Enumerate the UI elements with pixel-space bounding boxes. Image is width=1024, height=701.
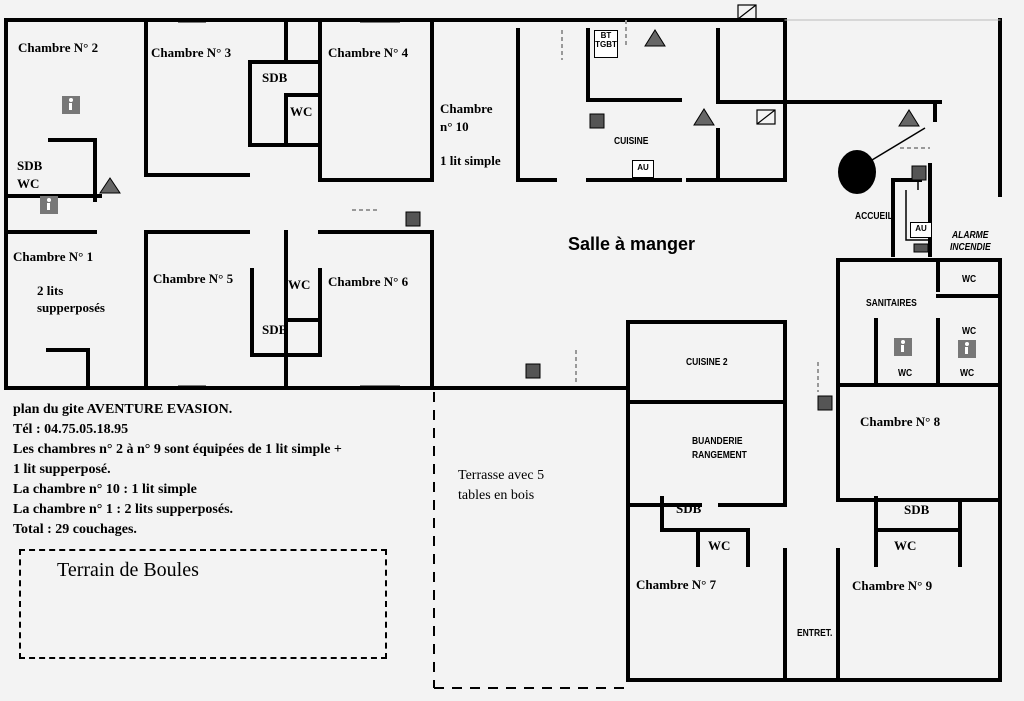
room-label-sdb-9: SDB [904,502,930,517]
note-line: Les chambres n° 2 à n° 9 sont équipées d… [13,442,342,457]
room-label-chambre-1-beds-a: 2 lits [37,283,64,298]
room-label-chambre-10a: Chambre [440,101,493,116]
room-label-cuisine: CUISINE [614,136,649,147]
room-label-cuisine-2: CUISINE 2 [686,357,728,368]
room-label-alarme-b: INCENDIE [950,242,991,253]
room-label-chambre-4: Chambre N° 4 [328,45,409,60]
room-label-sdb-7: SDB [676,501,702,516]
terrace-label-a: Terrasse avec 5 [458,468,545,483]
tgbt-label-a: BT [600,31,612,40]
note-line: plan du gite AVENTURE EVASION. [13,402,233,417]
room-label-chambre-1: Chambre N° 1 [13,249,94,264]
room-label-wc-left: WC [17,176,40,191]
room-label-entret: ENTRET. [797,628,833,639]
room-label-wc-san-3: WC [898,368,913,379]
note-line: La chambre n° 1 : 2 lits supperposés. [13,502,234,517]
room-label-salle-a-manger: Salle à manger [568,234,696,254]
terrain-de-boules: Terrain de Boules [19,549,387,659]
room-label-chambre-3: Chambre N° 3 [151,45,232,60]
room-label-chambre-10b: n° 10 [440,119,469,134]
room-label-chambre-7: Chambre N° 7 [636,577,717,592]
room-label-buanderie-a: BUANDERIE [692,436,743,447]
room-label-accueil: ACCUEIL [855,211,893,222]
room-label-wc-top: WC [290,104,313,119]
room-label-chambre-9: Chambre N° 9 [852,578,933,593]
tgbt-box: BT TGBT [594,30,618,58]
note-line: Tél : 04.75.05.18.95 [13,422,129,437]
room-label-wc-san-4: WC [960,368,975,379]
room-label-chambre-1-beds-b: supperposés [37,300,105,315]
room-label-sdb-mid: SDB [262,322,288,337]
room-label-chambre-10c: 1 lit simple [440,153,501,168]
room-label-chambre-5: Chambre N° 5 [153,271,234,286]
room-label-chambre-6: Chambre N° 6 [328,274,409,289]
room-label-wc-san-1: WC [962,274,977,285]
room-label-alarme-a: ALARME [952,230,989,241]
note-line: 1 lit supperposé. [13,462,111,477]
room-label-chambre-8: Chambre N° 8 [860,414,941,429]
room-label-wc-mid: WC [288,277,311,292]
room-label-wc-san-2: WC [962,326,977,337]
room-label-buanderie-b: RANGEMENT [692,450,747,461]
terrace-label-b: tables en bois [458,488,535,503]
note-line: Total : 29 couchages. [13,522,137,537]
room-label-sdb-top: SDB [262,70,288,85]
room-label-sdb-left: SDB [17,158,43,173]
au-box-cuisine: AU [632,160,654,178]
room-label-wc-7: WC [708,538,731,553]
boules-label: Terrain de Boules [57,559,199,581]
room-label-chambre-2: Chambre N° 2 [18,40,99,55]
note-line: La chambre n° 10 : 1 lit simple [13,482,197,497]
room-label-wc-9: WC [894,538,917,553]
plan-notes: plan du gite AVENTURE EVASION. Tél : 04.… [13,400,342,540]
au-box-accueil: AU [910,222,932,238]
room-label-sanitaires: SANITAIRES [866,298,917,309]
tgbt-label-b: TGBT [595,40,617,49]
